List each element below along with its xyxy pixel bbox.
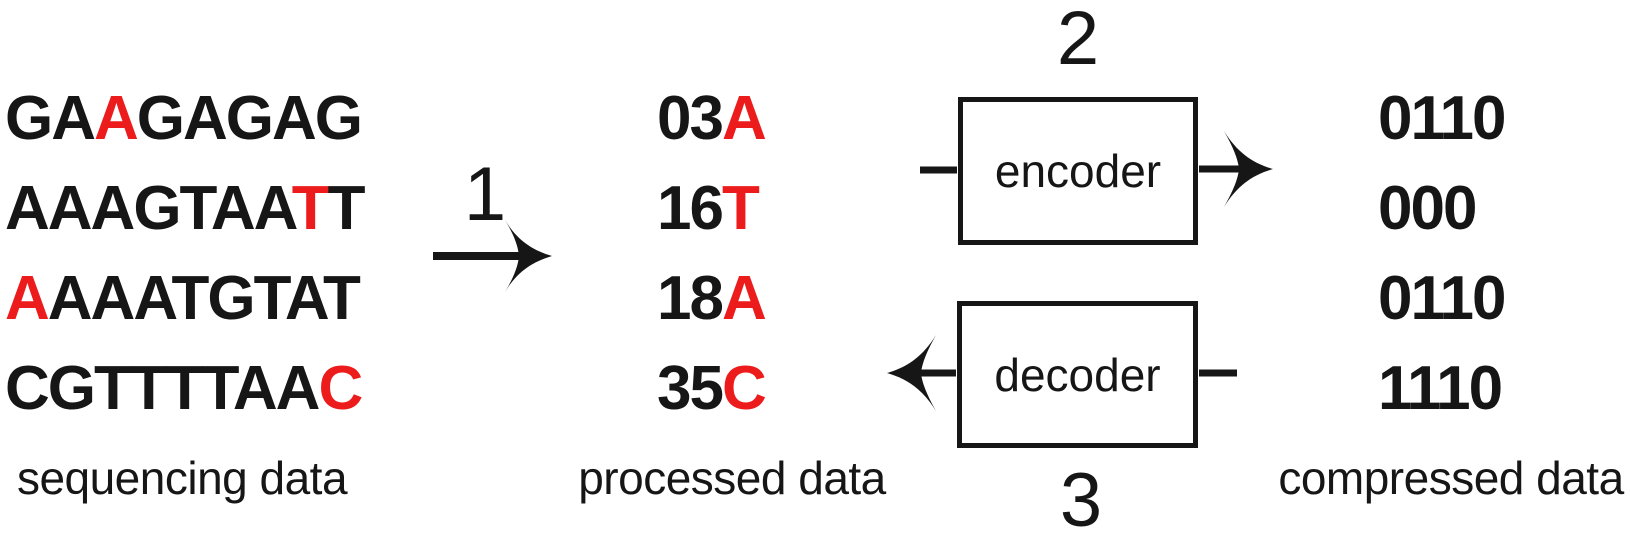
decoder-box: decoder <box>957 301 1198 448</box>
decoder-output-arrow-icon <box>887 335 956 411</box>
compressed-data-column: 0110 000 0110 1110 <box>1378 74 1507 434</box>
sequence-highlight: C <box>318 354 363 423</box>
processed-count: 18 <box>657 264 724 333</box>
step-3-label: 3 <box>1059 458 1103 543</box>
processed-row: 03A <box>657 74 767 164</box>
processed-row: 16T <box>657 164 765 254</box>
sequencing-data-column: GAAGAGAG AAAGTAATT AAAATGTAT CGTTTTAAC <box>5 74 366 434</box>
decoder-label: decoder <box>994 348 1161 401</box>
sequence-highlight: A <box>94 84 139 153</box>
processed-base-highlight: C <box>721 354 767 423</box>
step-1-label: 1 <box>463 152 507 237</box>
processed-row: 35C <box>657 344 767 434</box>
sequencing-data-caption: sequencing data <box>16 452 348 504</box>
processed-data-column: 03A 16T 18A 35C <box>657 74 767 434</box>
processed-data-caption: processed data <box>578 452 886 504</box>
sequence-row: AAAATGTAT <box>5 254 364 344</box>
sequence-text: GAGAG <box>136 84 363 153</box>
sequence-text: AAATGTAT <box>47 264 361 333</box>
sequence-text: T <box>327 174 366 243</box>
step-2-label: 2 <box>1056 0 1100 81</box>
compressed-row: 000 <box>1378 174 1477 243</box>
processed-base-highlight: A <box>721 264 767 333</box>
sequence-row: GAAGAGAG <box>5 74 364 164</box>
processed-count: 03 <box>657 84 724 153</box>
compressed-row: 1110 <box>1378 354 1503 423</box>
sequence-row: AAAGTAATT <box>5 164 366 254</box>
processed-row: 18A <box>657 254 767 344</box>
processed-base-highlight: T <box>721 174 760 243</box>
sequence-text: AAAGTAA <box>5 174 294 243</box>
compressed-data-caption: compressed data <box>1278 452 1624 504</box>
processed-count: 16 <box>657 174 724 243</box>
sequence-highlight: T <box>291 174 330 243</box>
sequence-highlight: A <box>5 264 50 333</box>
processed-count: 35 <box>657 354 724 423</box>
compressed-row: 0110 <box>1378 264 1507 333</box>
encoder-label: encoder <box>994 145 1162 197</box>
compressed-row: 0110 <box>1378 84 1507 153</box>
processed-base-highlight: A <box>721 84 767 153</box>
encoder-box: encoder <box>958 97 1198 245</box>
sequence-text: CGTTTTAA <box>5 354 320 423</box>
sequence-text: GA <box>5 84 96 153</box>
encoder-output-arrow-icon <box>1199 131 1273 207</box>
sequence-row: CGTTTTAAC <box>5 344 364 434</box>
